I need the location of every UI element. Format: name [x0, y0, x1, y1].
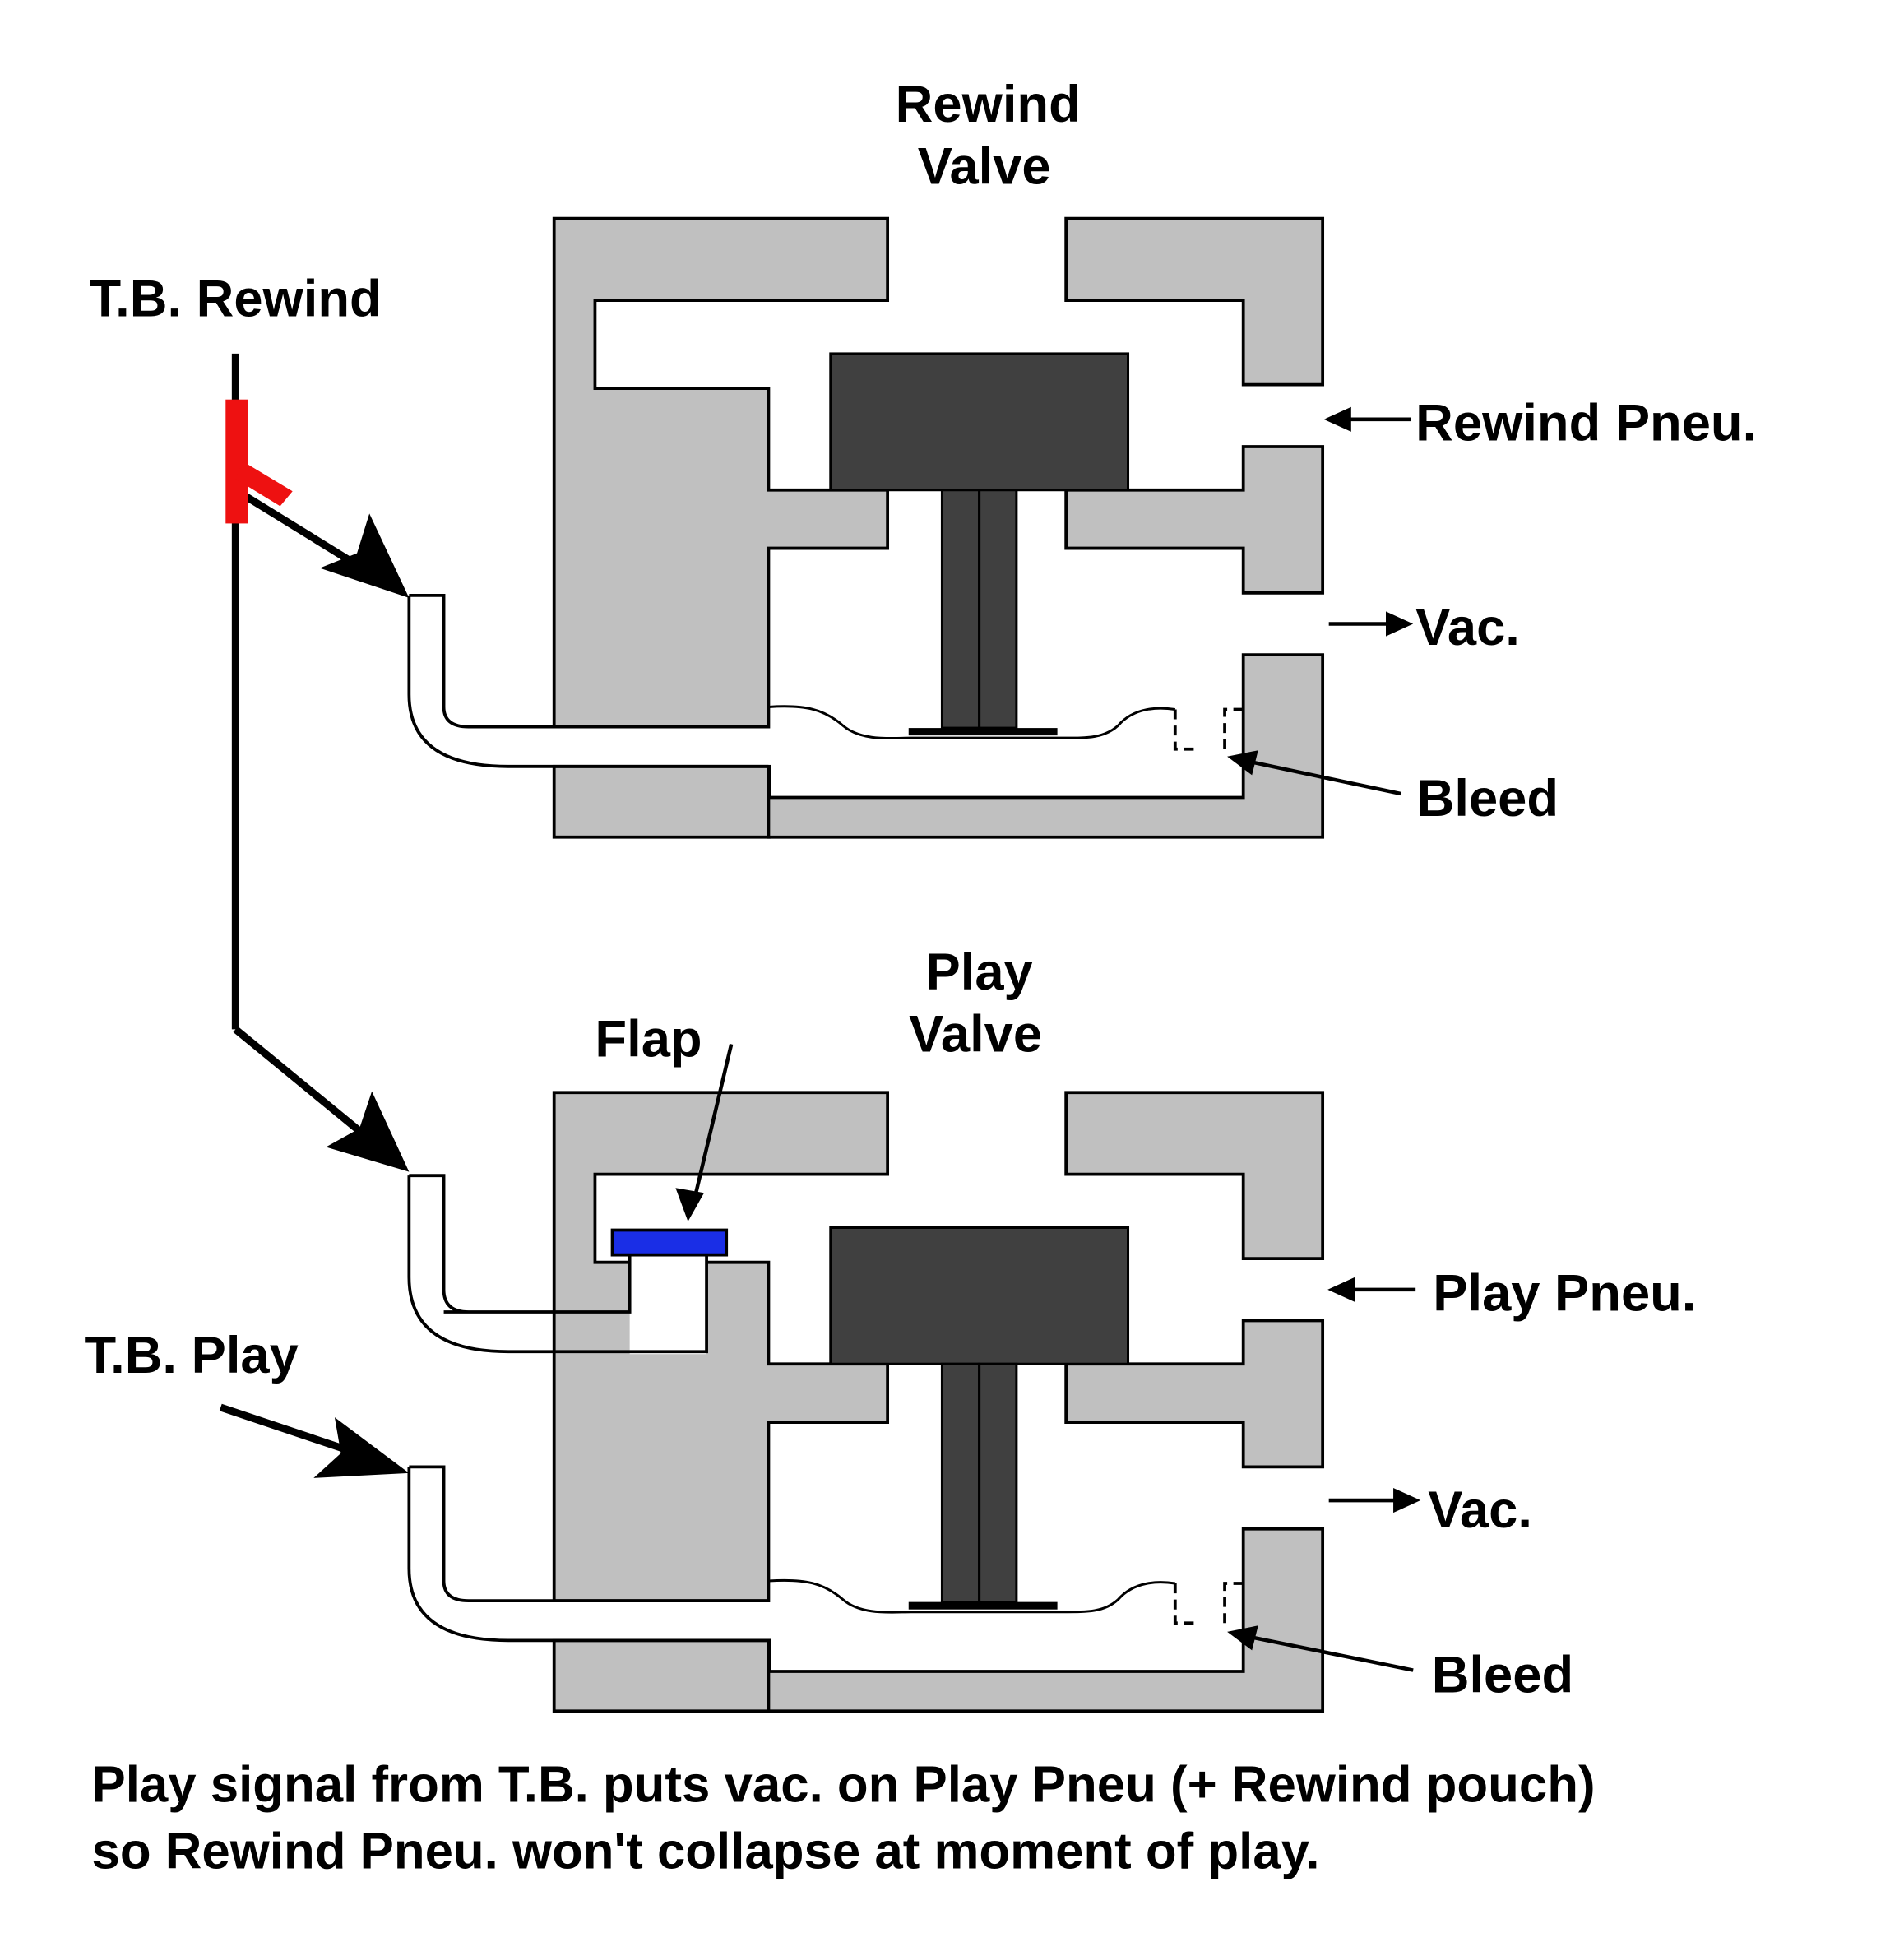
caption-line-2: so Rewind Pneu. won't collapse at moment…	[92, 1824, 1320, 1880]
bleed-top-label: Bleed	[1417, 770, 1559, 827]
flap-label: Flap	[595, 1010, 702, 1068]
tee-fitting	[225, 399, 293, 524]
play-pneu-label: Play Pneu.	[1433, 1264, 1696, 1322]
play-valve-title-2: Valve	[909, 1005, 1042, 1063]
vac-top-arrow	[1328, 611, 1414, 637]
tb-play-arrow	[219, 1403, 410, 1478]
vac-bottom-arrow	[1328, 1487, 1421, 1513]
vac-bottom-label: Vac.	[1428, 1481, 1532, 1539]
flap	[610, 1228, 729, 1257]
bleed-bottom-label: Bleed	[1432, 1647, 1573, 1704]
tb-rewind-label: T.B. Rewind	[90, 271, 382, 328]
rewind-valve-title-2: Valve	[918, 137, 1051, 195]
caption-line-1: Play signal from T.B. puts vac. on Play …	[92, 1756, 1596, 1813]
rewind-valve-title-1: Rewind	[896, 76, 1081, 133]
vac-top-label: Vac.	[1415, 599, 1520, 656]
flap-channel	[407, 1174, 708, 1354]
rewind-pneu-arrow	[1323, 406, 1411, 432]
play-valve-title-1: Play	[926, 943, 1033, 1001]
rewind-signal-tube	[407, 593, 769, 768]
play-valve	[552, 1091, 1325, 1713]
tb-play-label: T.B. Play	[84, 1327, 298, 1384]
tb-rewind-line	[225, 353, 410, 1172]
play-pneu-arrow	[1327, 1277, 1416, 1302]
rewind-pneu-label: Rewind Pneu.	[1415, 394, 1757, 452]
rewind-valve	[552, 216, 1325, 839]
bleed-bottom-arrow	[1227, 1625, 1414, 1672]
flap-arrow	[675, 1043, 734, 1221]
bleed-top-arrow	[1227, 750, 1401, 796]
play-signal-tube	[407, 1465, 769, 1643]
